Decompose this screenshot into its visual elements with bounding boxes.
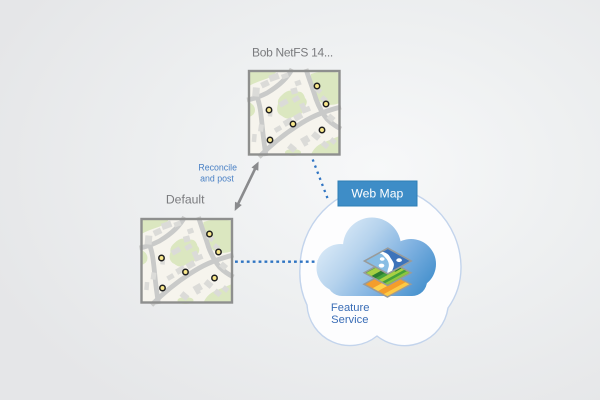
svg-text:Service: Service	[331, 314, 368, 326]
svg-text:and post: and post	[200, 174, 234, 184]
svg-text:Bob NetFS 14...: Bob NetFS 14...	[252, 46, 333, 60]
svg-text:Feature: Feature	[331, 302, 370, 314]
svg-text:Reconcile: Reconcile	[198, 162, 237, 172]
svg-text:Web Map: Web Map	[351, 186, 403, 200]
svg-text:Default: Default	[166, 193, 205, 207]
